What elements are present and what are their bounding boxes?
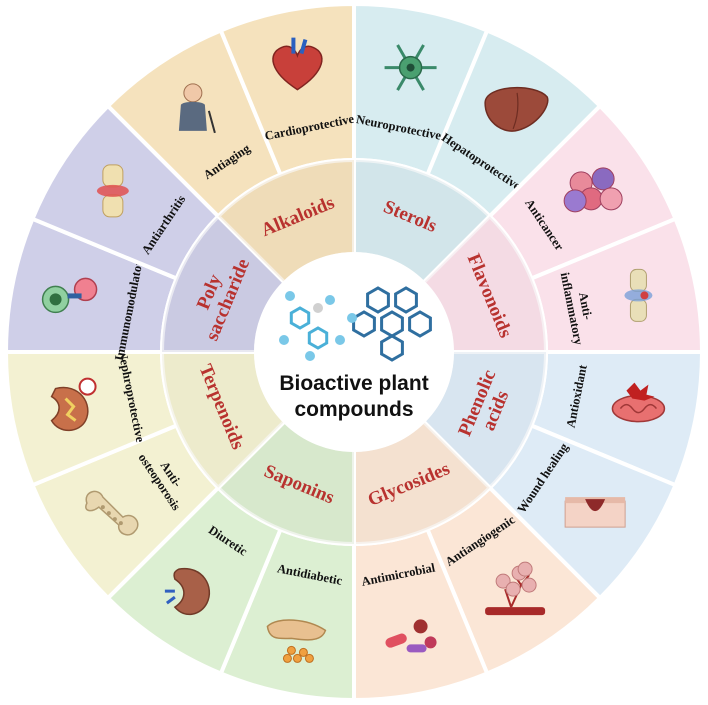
category-shade-glycosides: [354, 421, 490, 544]
mitochondria-ros-icon: [611, 382, 666, 423]
category-shade-saponins: [218, 421, 354, 544]
center-title-line2: compounds: [295, 398, 414, 421]
kidney-section-icon: [50, 377, 97, 432]
heart-icon: [272, 37, 323, 91]
liver-icon: [484, 87, 549, 132]
inner-ring: SterolsFlavonoidsPhenolicacidsGlycosides…: [159, 157, 549, 547]
blood-vessel-tumor-icon: [485, 561, 546, 616]
category-shade-phenolic: [423, 352, 546, 488]
category-shade-flavonoids: [423, 216, 546, 352]
molecule-structures-icon: [279, 286, 432, 362]
center-title-line1: Bioactive plant: [279, 372, 428, 395]
neuron-cell-icon: [384, 44, 437, 91]
category-shade-polysaccharide: [162, 216, 285, 352]
center-hub: Bioactive plant compounds: [254, 252, 454, 452]
inflamed-joint-icon: [624, 268, 653, 322]
skin-wound-icon: [564, 497, 626, 528]
microbes-icon: [385, 619, 437, 653]
pancreas-icon: [266, 619, 327, 663]
immune-cells-icon: [41, 277, 98, 314]
bone-icon: [85, 490, 139, 536]
center-circle: [254, 252, 454, 452]
category-shade-alkaloids: [218, 160, 354, 283]
category-shade-sterols: [354, 160, 490, 283]
category-shade-terpenoids: [162, 352, 285, 488]
aging-person-icon: [178, 83, 216, 134]
kidney-icon: [164, 567, 211, 616]
cancer-cells-icon: [563, 167, 623, 213]
knee-joint-icon: [96, 164, 129, 218]
